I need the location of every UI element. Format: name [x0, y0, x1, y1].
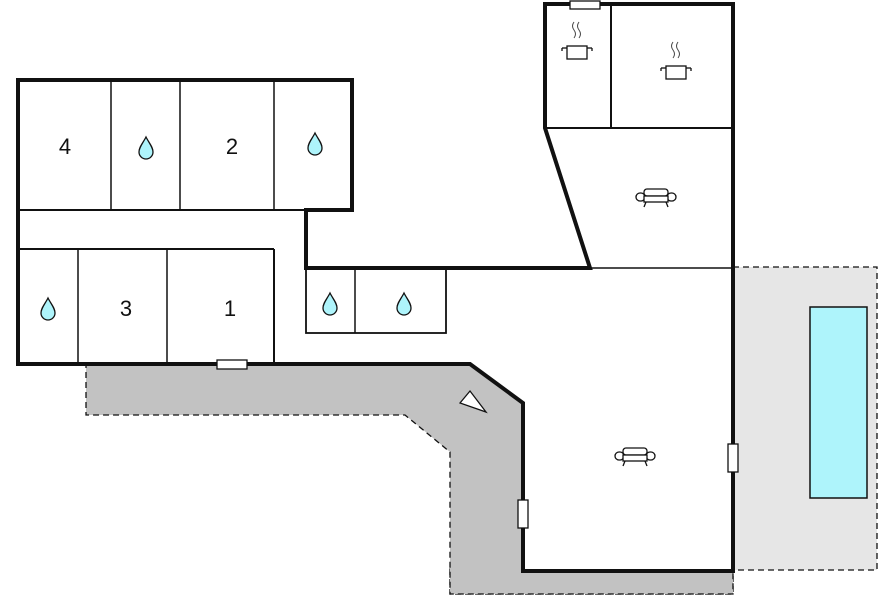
- room-label-3: 3: [120, 296, 132, 321]
- room-label-1: 1: [224, 296, 236, 321]
- window-north: [569, 0, 601, 10]
- room-label-2: 2: [226, 134, 238, 159]
- door-garden: [727, 443, 739, 473]
- door-terrace: [517, 499, 529, 529]
- room-label-4: 4: [59, 134, 71, 159]
- pool: [809, 306, 868, 499]
- interior-walls: [18, 4, 733, 364]
- window-south: [216, 359, 248, 370]
- entrance-arrow-icon: [458, 389, 488, 414]
